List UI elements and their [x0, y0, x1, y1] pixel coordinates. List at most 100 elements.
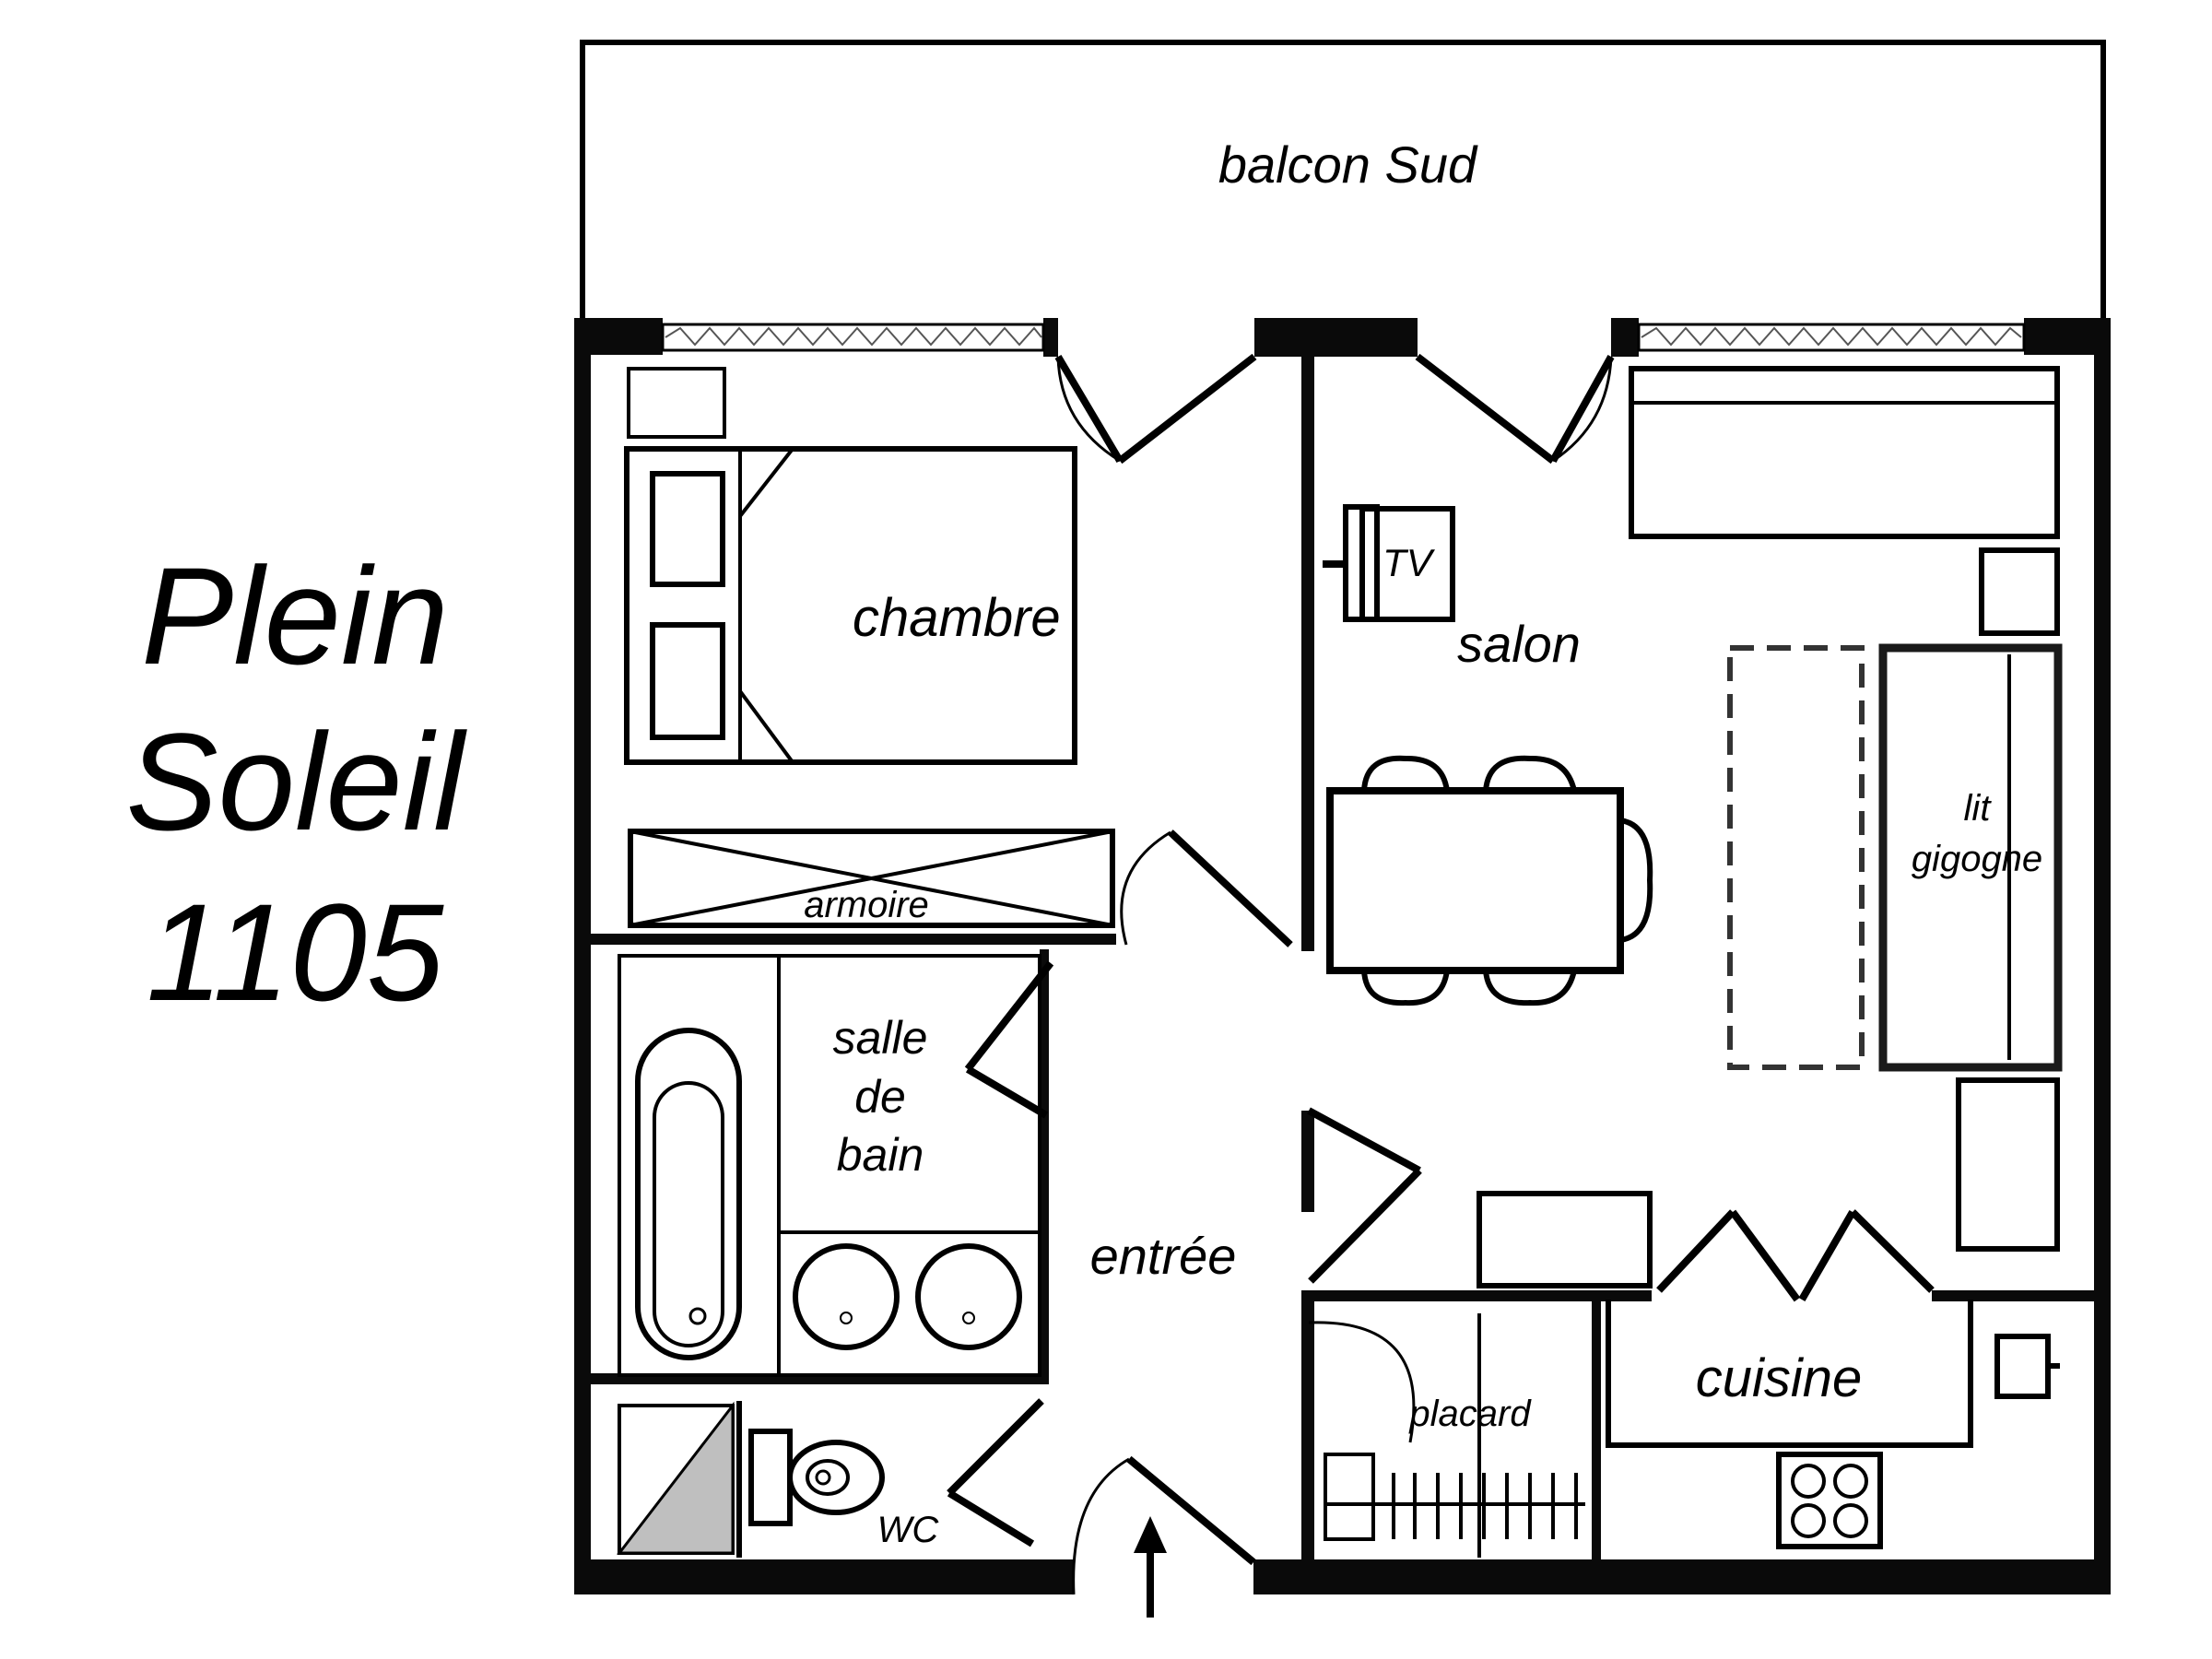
- window-living: [1637, 323, 2026, 352]
- cabinet: [1956, 1077, 2060, 1252]
- balcony-door-left-swing: [1056, 356, 1121, 463]
- kitchen-label: cuisine: [1696, 1348, 1863, 1408]
- entry-arrow-head: [1134, 1516, 1167, 1553]
- wall-bottom-left: [574, 1559, 1074, 1594]
- bathtub-inner: [653, 1081, 724, 1347]
- tv-label: TV: [1382, 541, 1436, 584]
- toilet-bowl-inner: [806, 1459, 850, 1496]
- fridge: [1994, 1334, 2051, 1399]
- chair-top-right: [1483, 755, 1577, 792]
- kitchen-door-right: [1850, 1209, 1935, 1293]
- window-living-glass: [1641, 326, 2022, 347]
- trundle-bed: [1878, 643, 2063, 1072]
- pillow-bottom: [650, 622, 725, 740]
- toilet-bowl: [787, 1440, 885, 1515]
- kitchen-counter: [1606, 1300, 1973, 1448]
- wall-salon-west-lower: [1301, 1111, 1314, 1212]
- balcony-door-right-leaf-b: [1549, 355, 1615, 463]
- wall-kitchen-north-a: [1301, 1290, 1652, 1301]
- low-cabinet: [1477, 1191, 1653, 1288]
- bathroom-furniture: salle de bain: [618, 954, 1041, 1377]
- nightstand: [627, 367, 726, 439]
- wall-top-pillar-a: [1043, 318, 1058, 357]
- bed-fold-line-b: [738, 689, 794, 764]
- exterior-walls: [574, 318, 2111, 1594]
- front-door-swing: [1072, 1457, 1130, 1595]
- balcony-door-right-leaf-a: [1415, 353, 1556, 465]
- closet-label: placard: [1408, 1394, 1532, 1434]
- kitchen-furniture: cuisine: [1606, 1300, 2060, 1549]
- wall-top-pillar-b: [1611, 318, 1639, 357]
- wall-bedroom-south: [591, 934, 1116, 945]
- shower-tray-shade: [616, 1401, 735, 1555]
- wall-left: [574, 318, 591, 1594]
- chair-end: [1619, 818, 1653, 943]
- front-door-leaf: [1126, 1455, 1256, 1566]
- wall-right: [2094, 318, 2111, 1594]
- cooktop: [1776, 1452, 1883, 1549]
- living-label: salon: [1457, 615, 1581, 673]
- burner-2: [1833, 1464, 1868, 1499]
- wall-bottom-right: [1253, 1559, 2111, 1594]
- entrance-label: entrée: [1090, 1227, 1237, 1285]
- wall-salon-west-upper: [1301, 357, 1314, 951]
- bathtub-drain: [688, 1307, 707, 1325]
- sink-right: [915, 1243, 1022, 1350]
- bedroom-door-leaf: [1168, 830, 1293, 947]
- bedroom-door-swing: [1120, 830, 1171, 946]
- balcony-door-left-leaf-b: [1117, 353, 1257, 465]
- side-table: [1979, 547, 2060, 636]
- wall-top-left: [574, 318, 663, 355]
- wall-closet-kitchen: [1592, 1301, 1601, 1559]
- sink-left-drain: [840, 1312, 853, 1324]
- salon-door-leaf-b: [1308, 1168, 1422, 1284]
- bathroom-door-leaf: [964, 960, 1054, 1072]
- windows: [661, 323, 2026, 352]
- dining-table: [1326, 787, 1624, 974]
- title-line-3: 1105: [147, 875, 444, 1030]
- balcony-door-right-swing: [1552, 356, 1613, 463]
- burner-3: [1791, 1503, 1826, 1538]
- chair-top-left: [1361, 755, 1450, 792]
- balcony: balcon Sud: [580, 40, 2106, 318]
- bed-fold-line-a: [738, 447, 794, 518]
- bedroom-label: chambre: [853, 588, 1061, 648]
- wc-label: WC: [877, 1510, 940, 1550]
- sink-left: [793, 1243, 900, 1350]
- bathroom-label-2: de: [854, 1071, 906, 1123]
- burner-1: [1791, 1464, 1826, 1499]
- bathroom-door-leaf-b: [965, 1065, 1049, 1119]
- balcony-doors: [1054, 353, 1615, 465]
- balcony-outline: [580, 40, 2106, 318]
- bathroom-outline: [618, 954, 1041, 1377]
- wc-door-leaf-b: [947, 1489, 1035, 1547]
- title-line-1: Plein: [141, 538, 449, 693]
- title-line-2: Soleil: [126, 704, 468, 859]
- wardrobe-cross-b: [629, 830, 1113, 927]
- balcony-label: balcon Sud: [1218, 135, 1478, 194]
- window-bedroom: [661, 323, 1045, 352]
- pillow-top: [650, 471, 725, 587]
- wc-door-leaf: [947, 1398, 1044, 1496]
- wall-top-right: [2024, 318, 2111, 355]
- wall-top-center: [1254, 318, 1418, 357]
- bedroom-furniture: chambre armoire: [624, 367, 1115, 928]
- burner-4: [1833, 1503, 1868, 1538]
- closet-door-swing: [1308, 1321, 1416, 1443]
- tv: [1359, 506, 1455, 622]
- wall-closet-west: [1301, 1290, 1314, 1559]
- title-block: Plein Soleil 1105: [126, 538, 468, 1030]
- balcony-door-left-leaf-a: [1054, 354, 1124, 464]
- living-furniture: TV salon lit gigogne: [1323, 366, 2063, 1288]
- salon-door-leaf: [1307, 1107, 1421, 1174]
- kitchen-door-right-b: [1798, 1209, 1856, 1302]
- bathroom-label-3: bain: [837, 1129, 924, 1181]
- double-bed: [624, 446, 1077, 765]
- bathroom-label-1: salle: [833, 1012, 928, 1064]
- closet-box: [1324, 1453, 1375, 1541]
- toilet-tank: [748, 1429, 793, 1526]
- bunk-label-1: lit: [1964, 788, 1993, 829]
- wall-bathroom-east: [1040, 949, 1049, 1382]
- trundle-bed-extended: [1727, 645, 1865, 1070]
